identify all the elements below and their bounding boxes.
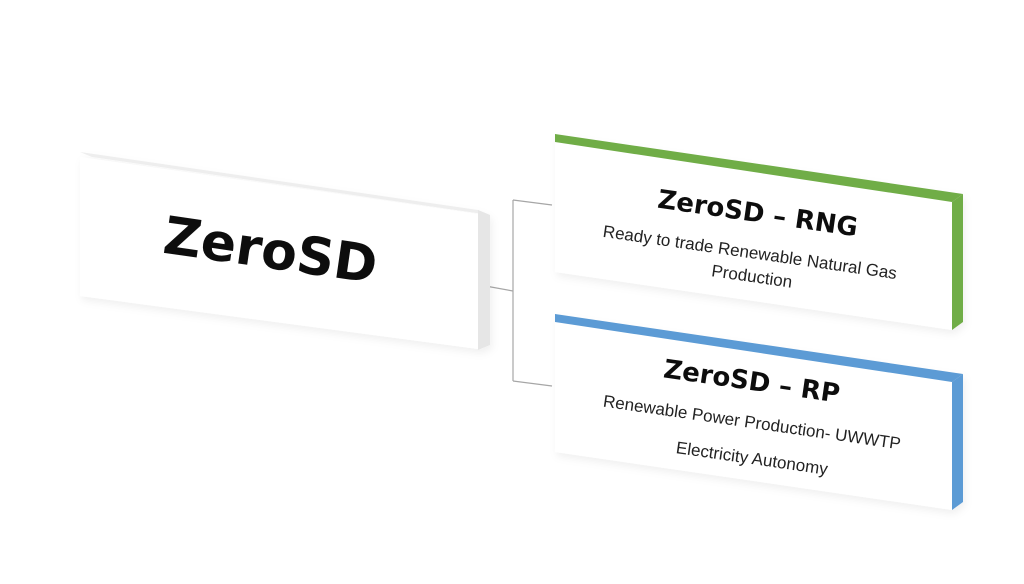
connector-branch-rp bbox=[512, 380, 553, 387]
rp-card: ZeroSD – RP Renewable Power Production- … bbox=[555, 314, 963, 510]
rng-card-face bbox=[555, 140, 952, 330]
root-card-top bbox=[80, 152, 490, 215]
root-card-side bbox=[478, 210, 490, 350]
rng-card-top-accent bbox=[555, 134, 963, 202]
rng-card: ZeroSD – RNG Ready to trade Renewable Na… bbox=[555, 134, 963, 330]
connector-lines bbox=[479, 199, 553, 387]
connector-branch-rng bbox=[512, 199, 553, 206]
rp-card-top-accent bbox=[555, 314, 963, 382]
rp-card-face bbox=[555, 320, 952, 510]
root-card-face bbox=[80, 157, 478, 349]
rp-card-side-accent bbox=[952, 374, 963, 510]
root-card: ZeroSD bbox=[80, 152, 490, 350]
rng-card-side-accent bbox=[952, 194, 963, 330]
